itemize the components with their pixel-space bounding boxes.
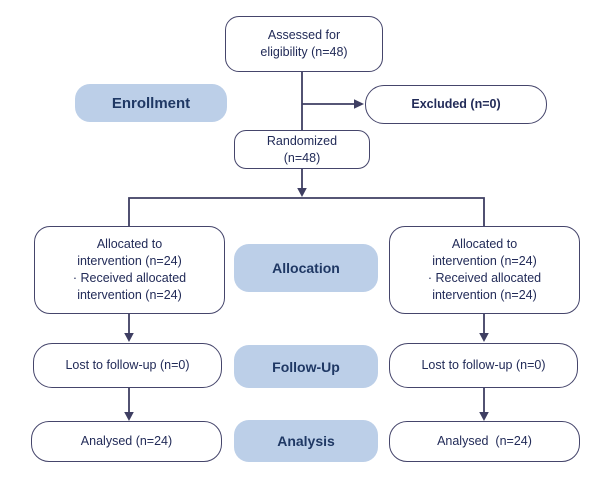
box-text-line: Excluded (n=0) bbox=[411, 96, 501, 111]
excluded-box: Excluded (n=0) bbox=[365, 85, 547, 124]
lost-followup-left-box: Lost to follow-up (n=0) bbox=[33, 343, 222, 388]
allocated-intervention-right-box: Allocated to intervention (n=24) · Recei… bbox=[389, 226, 580, 314]
box-text-line: · Received allocated bbox=[427, 271, 542, 285]
assessed-eligibility-box: Assessed for eligibility (n=48) bbox=[225, 16, 383, 72]
box-text-line: Assessed for bbox=[267, 27, 341, 42]
arrowhead-down-icon bbox=[124, 412, 134, 421]
box-text-line: intervention (n=24) bbox=[77, 253, 182, 268]
box-text-line: (n=48) bbox=[283, 150, 321, 165]
arrowhead-down-icon bbox=[297, 188, 307, 197]
box-text-line: Randomized bbox=[266, 134, 338, 149]
analysed-right-box: Analysed (n=24) bbox=[389, 421, 580, 462]
box-text-line: intervention (n=24) bbox=[432, 288, 537, 303]
box-text-line: · Received allocated bbox=[72, 271, 187, 285]
arrowhead-down-icon bbox=[479, 412, 489, 421]
box-text-line: Lost to follow-up (n=0) bbox=[65, 357, 190, 372]
box-text-line: intervention (n=24) bbox=[77, 288, 182, 303]
lost-followup-right-box: Lost to follow-up (n=0) bbox=[389, 343, 578, 388]
connector-split-bar bbox=[128, 197, 485, 226]
allocated-intervention-left-box: Allocated to intervention (n=24) · Recei… bbox=[34, 226, 225, 314]
stage-label-enrollment: Enrollment bbox=[75, 84, 227, 122]
arrowhead-right-icon bbox=[354, 99, 364, 109]
box-text-line: Lost to follow-up (n=0) bbox=[421, 357, 546, 372]
stage-label-follow-up: Follow-Up bbox=[234, 345, 378, 388]
box-text-line: intervention (n=24) bbox=[432, 253, 537, 268]
box-text-line: Allocated to bbox=[96, 236, 163, 251]
box-text-line: eligibility (n=48) bbox=[260, 45, 348, 59]
analysed-left-box: Analysed (n=24) bbox=[31, 421, 222, 462]
stage-label-analysis: Analysis bbox=[234, 420, 378, 462]
box-text-line: Allocated to bbox=[451, 236, 518, 251]
box-text-line: Analysed (n=24) bbox=[437, 433, 532, 448]
stage-label-allocation: Allocation bbox=[234, 244, 378, 292]
box-text-line: Analysed (n=24) bbox=[80, 433, 173, 448]
randomized-box: Randomized (n=48) bbox=[234, 130, 370, 169]
arrowhead-down-icon bbox=[479, 333, 489, 342]
arrowhead-down-icon bbox=[124, 333, 134, 342]
